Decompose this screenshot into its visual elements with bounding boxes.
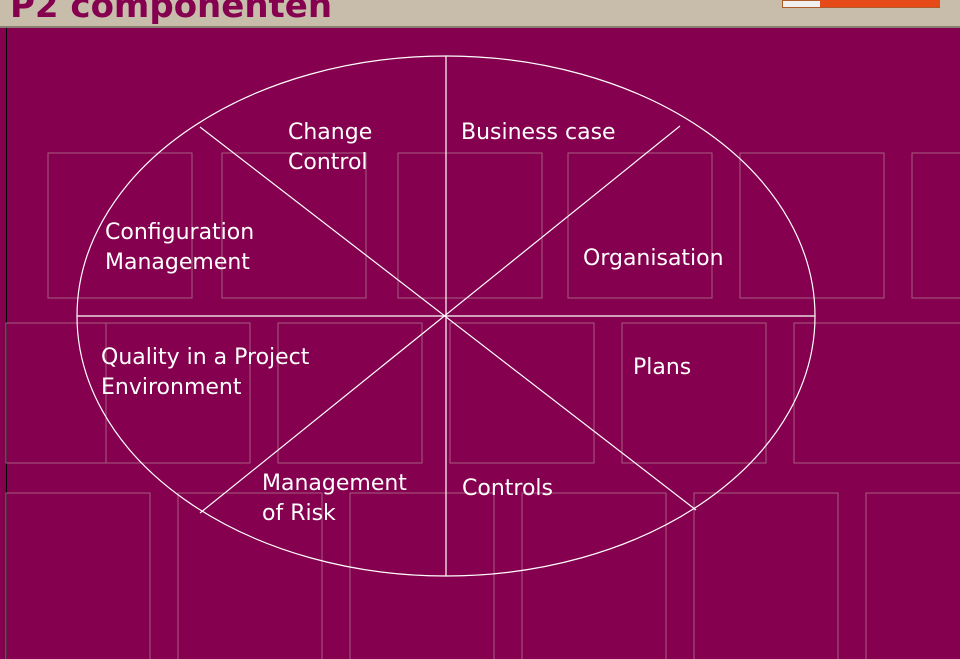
bg-square [621, 322, 767, 464]
bg-square [693, 492, 839, 659]
bg-square [105, 322, 251, 464]
logo-accent [820, 0, 940, 7]
bg-square [221, 152, 367, 299]
bg-square [177, 492, 323, 659]
segment-change-control: Change Control [288, 120, 373, 175]
wheel-divider-diagonal-2 [199, 125, 681, 514]
wheel-divider-diagonal-1 [199, 126, 697, 511]
bg-square [5, 492, 151, 659]
bg-square [911, 152, 960, 299]
background-squares [5, 152, 960, 659]
bg-square [739, 152, 885, 299]
bg-square [567, 152, 713, 299]
bg-square [397, 152, 543, 299]
segment-plans: Plans [633, 355, 692, 380]
segment-configuration-management: Configuration Management [105, 220, 255, 275]
segment-management-of-risk: Management of Risk [262, 471, 407, 526]
segment-controls: Controls [462, 476, 553, 501]
segment-quality: Quality in a Project Environment [101, 345, 310, 400]
slide-title: P2 componenten [10, 0, 333, 26]
bg-square [521, 492, 667, 659]
bg-square [5, 322, 107, 464]
bg-square [449, 322, 595, 464]
bg-square [865, 492, 960, 659]
component-wheel [76, 55, 816, 577]
bg-square [349, 492, 495, 659]
bg-square [47, 152, 193, 299]
segment-business-case: Business case [461, 120, 616, 145]
bg-square [277, 322, 423, 464]
segment-organisation: Organisation [583, 246, 724, 271]
bg-square [793, 322, 960, 464]
header-bar: P2 componenten [0, 0, 960, 28]
